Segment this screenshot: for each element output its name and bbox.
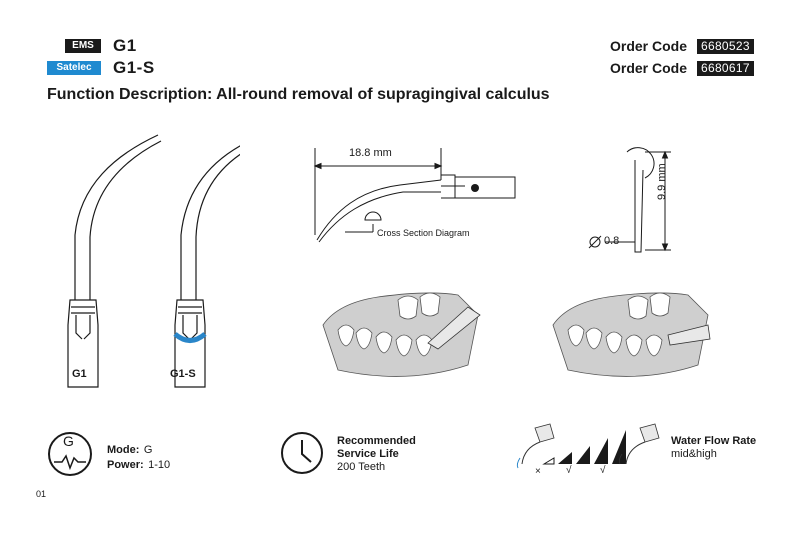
length-dimension: 18.8 mm: [349, 147, 392, 159]
tip-height-drawing: [588, 147, 671, 253]
diameter-dimension: 0.8: [604, 235, 620, 247]
g1s-blue-ring: [173, 332, 207, 343]
water-mark-check-2: √: [600, 465, 606, 476]
service-life-label-1: Recommended: [337, 435, 416, 447]
power-value: 1-10: [148, 459, 171, 471]
service-life-label-2: Service Life: [337, 448, 399, 460]
mode-icon: [48, 432, 92, 476]
tip-g1-drawing: [67, 134, 162, 388]
teeth-illustration-1: [322, 292, 481, 377]
order-code-label-2: Order Code: [610, 60, 688, 76]
water-mark-x: ×: [535, 466, 541, 477]
water-flow-value: mid&high: [671, 448, 717, 460]
tips-illustration: [67, 134, 240, 388]
power-label: Power:: [107, 459, 144, 471]
mode-icon-letter: G: [63, 433, 74, 449]
water-mark-check-1: √: [566, 465, 572, 476]
model-g1: G1: [113, 36, 137, 55]
clock-icon: [281, 432, 323, 474]
tip-label-g1s: G1-S: [170, 368, 196, 380]
tip-g1s-drawing: [174, 145, 240, 388]
height-dimension: 9.9 mm: [656, 163, 668, 200]
tip-label-g1: G1: [72, 368, 87, 380]
order-code-value-2: 6680617: [697, 61, 754, 76]
water-flow-label: Water Flow Rate: [671, 435, 757, 447]
page-number: 01: [36, 489, 47, 499]
service-life-value: 200 Teeth: [337, 461, 386, 473]
mode-label: Mode:: [107, 444, 140, 456]
cross-section-label: Cross Section Diagram: [377, 228, 470, 238]
order-code-label-1: Order Code: [610, 38, 688, 54]
model-g1-s: G1-S: [113, 58, 155, 77]
tip-length-drawing: [313, 148, 516, 243]
function-description: Function Description: All-round removal …: [47, 86, 550, 103]
water-flow-icon: [516, 423, 660, 469]
satelec-brand-badge: Satelec: [47, 61, 101, 75]
power-text: Power: 1-10: [107, 455, 170, 473]
mode-value: G: [143, 444, 153, 456]
mode-text: Mode: G: [107, 440, 152, 458]
teeth-illustration-2: [552, 292, 711, 377]
ems-brand-badge: EMS: [65, 39, 101, 53]
order-code-value-1: 6680523: [697, 39, 754, 54]
